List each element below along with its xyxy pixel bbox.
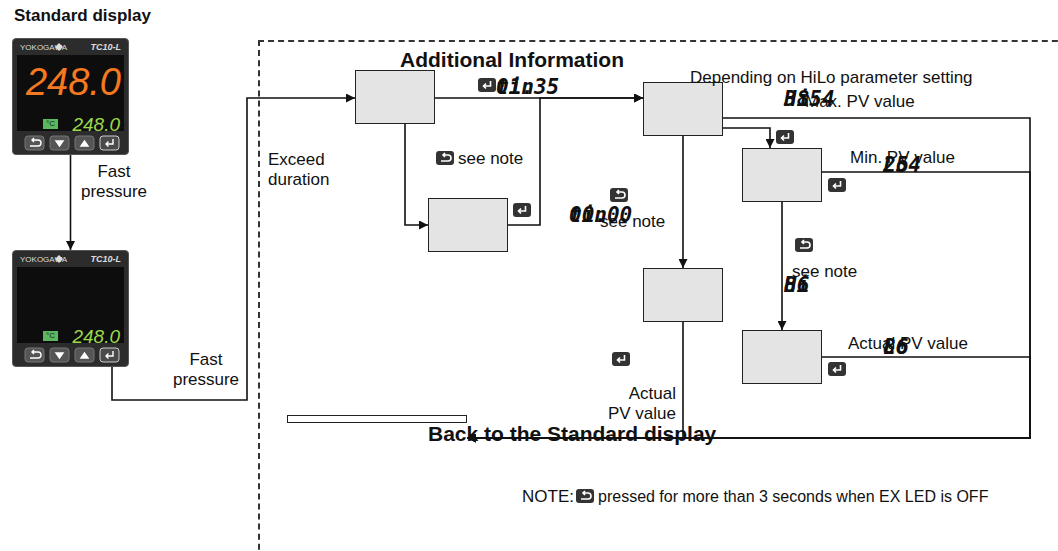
key-body (478, 78, 496, 92)
info-region: Additional Informationtin01.35tin00.00Hi… (258, 40, 1058, 551)
flow-arrow (467, 172, 1030, 438)
key-symbol (615, 190, 625, 198)
key-symbol (834, 181, 841, 189)
edge-label: Fast pressure (78, 162, 150, 203)
mode-key-icon (576, 489, 594, 503)
flow-arrow (112, 98, 355, 400)
key-body (612, 352, 630, 366)
edge-label: see note (792, 262, 857, 282)
unit-label: °C (43, 331, 58, 341)
annotation: Depending on HiLo parameter setting (690, 68, 973, 88)
pv-value: 248.0 (26, 63, 121, 101)
key-symbol (834, 365, 841, 373)
front-key (75, 136, 94, 150)
unit-label: °C (43, 119, 58, 129)
edge-label: see note (600, 212, 665, 232)
mode-key-icon (795, 238, 813, 252)
key-symbol (581, 491, 591, 499)
enter-key-icon (828, 362, 846, 376)
brand-name: YOKOGAWA (20, 256, 67, 264)
enter-key-icon (828, 178, 846, 192)
controller-unit: YOKOGAWA TC10-L °C 248.0 (12, 250, 129, 367)
edge-label: Max. PV value (805, 92, 915, 112)
flow-arrow (781, 202, 783, 330)
parameter-value: 01.35 (496, 77, 559, 98)
flow-arrow (467, 322, 683, 438)
key-body (513, 203, 531, 217)
front-key (100, 136, 119, 150)
edge-label: Actual PV value (848, 334, 968, 354)
key-body (828, 362, 846, 376)
enter-key-icon (612, 352, 630, 366)
front-key (100, 348, 119, 362)
flow-arrow (405, 124, 428, 225)
display-box: Hi86 (643, 268, 723, 322)
note-label: NOTE: (522, 487, 574, 507)
key-body (436, 151, 454, 165)
display-box: Hi3854 (643, 82, 723, 136)
brand-name: YOKOGAWA (20, 44, 67, 52)
key-body (776, 130, 794, 144)
front-key (25, 348, 44, 362)
key-symbol (441, 153, 451, 161)
front-key (25, 136, 44, 150)
key-body (828, 178, 846, 192)
key-body (795, 238, 813, 252)
enter-key-icon (513, 203, 531, 217)
annotation: Standard display (14, 6, 151, 26)
mode-key-icon (436, 151, 454, 165)
annotation: Exceed duration (268, 150, 348, 191)
display-box: Lo86 (742, 330, 822, 384)
key-symbol (782, 133, 789, 141)
enter-key-icon (478, 78, 496, 92)
key-symbol (484, 81, 491, 89)
process-box: Back to the Standard display (287, 415, 467, 423)
flow-arrow (508, 98, 643, 225)
controller-unit: YOKOGAWA TC10-L 248.0 °C 248.0 (12, 38, 129, 155)
front-key (50, 348, 69, 362)
edge-label: Fast pressure (170, 350, 242, 391)
key-symbol (618, 355, 625, 363)
display-box: tin01.35 (355, 70, 435, 124)
flow-arrow (70, 155, 72, 250)
display-box: tin00.00 (428, 198, 508, 252)
mode-key-icon (610, 188, 628, 202)
front-key (75, 348, 94, 362)
model-name: TC10-L (90, 255, 121, 264)
key-body (610, 188, 628, 202)
key-symbol (519, 206, 526, 214)
edge-label: see note (458, 149, 523, 169)
enter-key-icon (776, 130, 794, 144)
display-box: Lo254 (742, 148, 822, 202)
sv-value: 248.0 (72, 115, 120, 134)
key-symbol (800, 240, 810, 248)
edge-label: Min. PV value (850, 148, 955, 168)
flow-arrow (467, 118, 1030, 438)
flow-arrow (723, 128, 770, 148)
note-text: pressed for more than 3 seconds when EX … (598, 487, 988, 506)
edge-label: Actual PV value (604, 384, 676, 425)
flow-arrow (682, 136, 684, 268)
front-key (50, 136, 69, 150)
region-title: Additional Information (400, 48, 624, 72)
sv-value: 248.0 (72, 327, 120, 346)
model-name: TC10-L (90, 43, 121, 52)
controller-faceplate (13, 251, 130, 368)
box-text: Back to the Standard display (428, 422, 716, 446)
key-body (576, 489, 594, 503)
